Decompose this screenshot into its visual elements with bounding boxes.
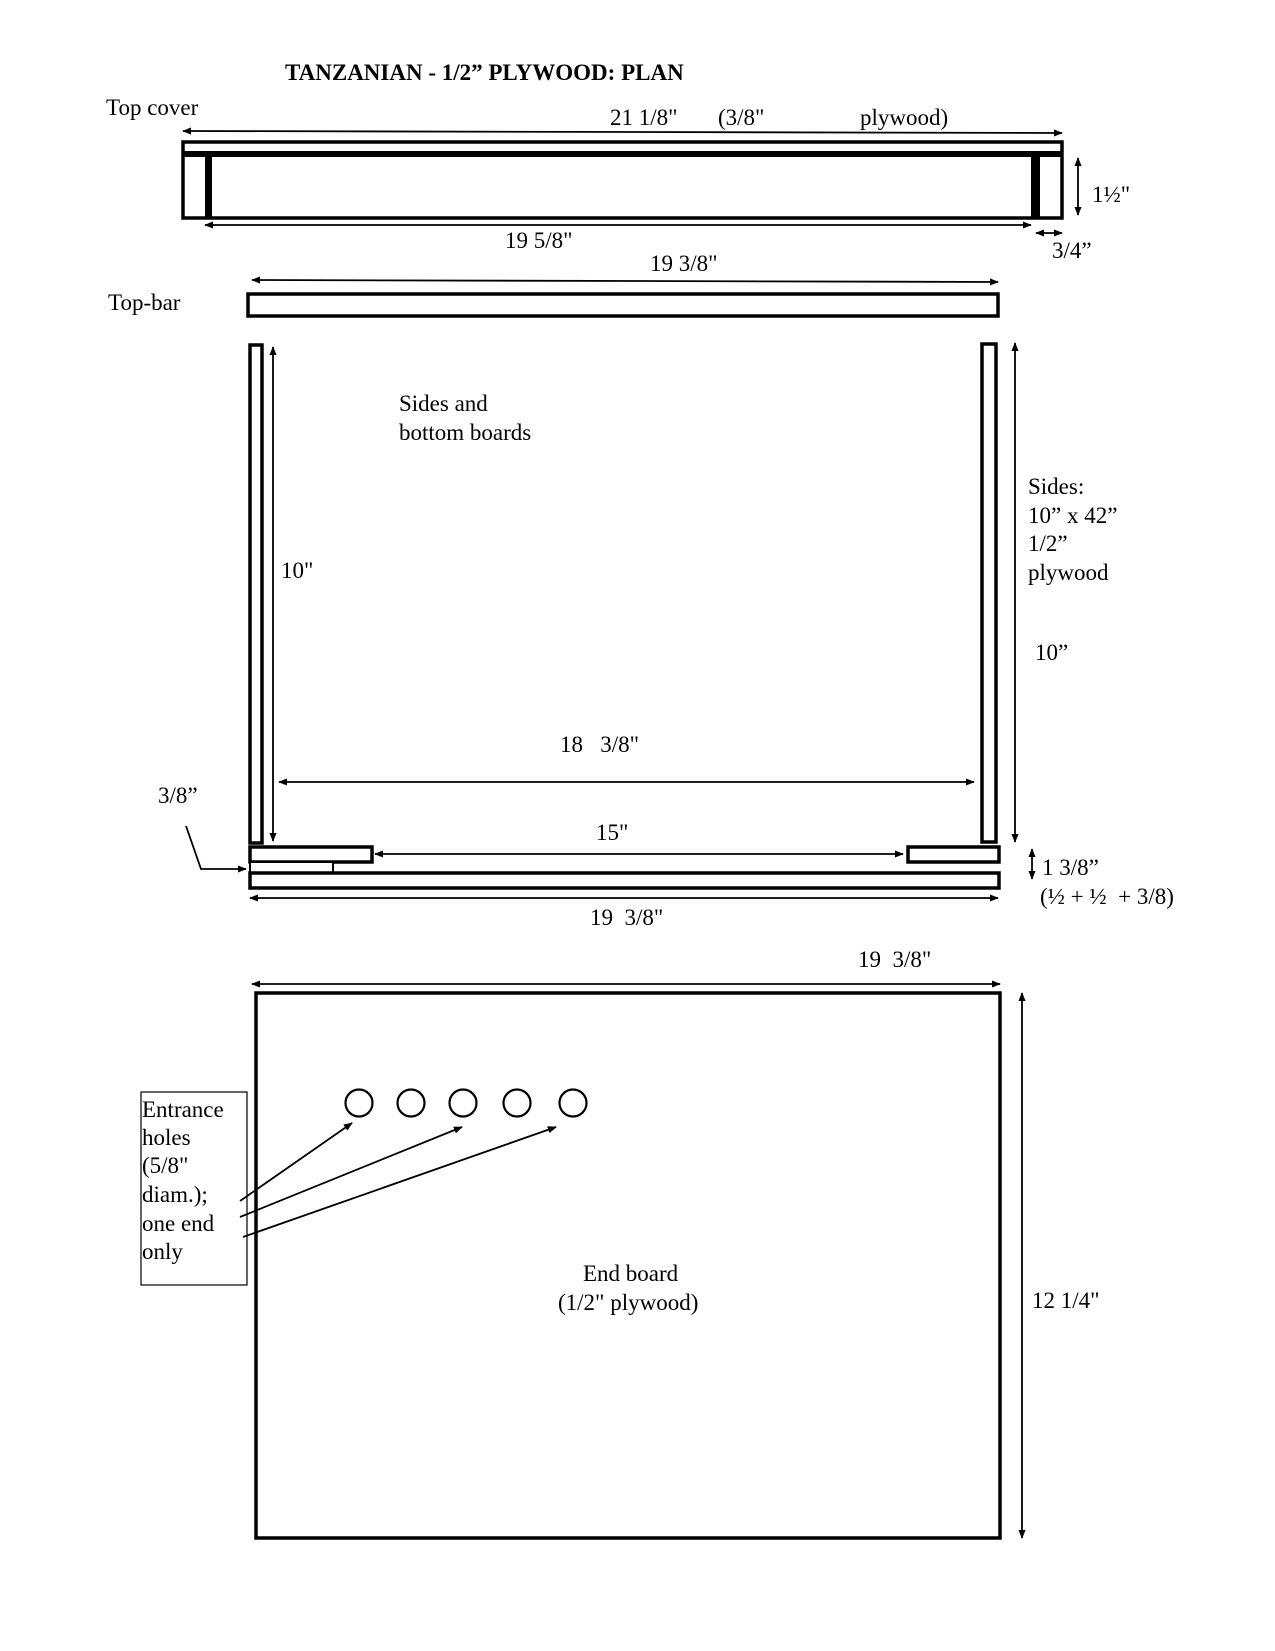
top-cover-length-label: 21 1/8" [610,105,678,130]
top-cover-inner-length-label: 19 5/8" [505,228,573,253]
entrance-note-line4: diam.); [142,1182,208,1207]
cleat-thickness-label: 3/8” [158,783,198,808]
entrance-note-line3: (5/8" [142,1153,188,1178]
entrance-pointer-arrow [239,1122,353,1202]
entrance-note-line1: Entrance [142,1097,224,1122]
top-bar-label: Top-bar [108,290,181,315]
top-bar-length-label: 19 3/8" [650,251,718,276]
entrance-pointer-arrow [242,1126,557,1238]
top-bar-length-dimension [251,276,999,286]
right-side-height-label: 10” [1035,640,1068,665]
top-cover-section: Top cover 21 1/8" (3/8" plywood) 1½" 19 … [106,95,1130,263]
end-board-section: 19 3/8" 12 1/4" End board (1/2" plywood)… [140,947,1100,1540]
right-side-board [980,342,998,844]
bottom-height-label: 1 3/8” [1042,855,1099,880]
cleat-pointer-arrow [185,825,247,873]
sides-spec-line4: plywood [1028,560,1109,585]
inner-width-label: 18 3/8" [560,732,639,757]
end-board-width-label: 19 3/8" [858,947,931,972]
sides-spec-line3: 1/2” [1028,531,1068,556]
top-bar-board [246,292,1000,318]
top-cover-material-close: plywood) [860,105,948,130]
left-side-board [248,343,264,845]
sides-bottom-label-line2: bottom boards [399,420,531,445]
sides-spec-line2: 10” x 42” [1028,503,1117,528]
entrance-note-line5: one end [142,1211,215,1236]
end-board-label-line2: (1/2" plywood) [558,1290,698,1315]
bottom-height-note: (½ + ½ + 3/8) [1040,884,1174,909]
bottom-board [248,871,1001,890]
entrance-note-line6: only [142,1239,183,1264]
left-side-height-label: 10" [281,558,313,583]
entrance-hole [502,1088,532,1118]
bottom-length-label: 19 3/8" [590,905,663,930]
entrance-note-box [140,1091,248,1286]
end-board-height-label: 12 1/4" [1032,1288,1100,1313]
top-cover-left-rim [205,156,212,218]
entrance-hole [396,1088,426,1118]
end-board-label-line1: End board [583,1261,679,1286]
sides-bottom-label-line1: Sides and [399,391,488,416]
plan-title: TANZANIAN - 1/2” PLYWOOD: PLAN [285,60,684,85]
top-bar-section: 19 3/8" Top-bar [108,251,1000,318]
entrance-note-line2: holes [142,1125,191,1150]
gap-label: 15" [596,820,628,845]
sides-bottom-section: Sides and bottom boards 10" Sides: 10” x… [158,342,1174,930]
top-cover-label: Top cover [106,95,199,120]
top-cover-height-label: 1½" [1092,182,1130,207]
top-cover-material-open: (3/8" [718,105,764,130]
entrance-holes [344,1088,588,1118]
right-bottom-cleat [906,845,1001,864]
end-board [254,991,1002,1540]
top-cover-rim-label: 3/4” [1052,238,1092,263]
entrance-hole [448,1088,478,1118]
entrance-hole [344,1088,374,1118]
sides-spec-line1: Sides: [1028,474,1084,499]
top-cover-right-rim [1031,156,1040,218]
left-bottom-cleat [248,845,374,864]
entrance-pointer-arrow [239,1126,463,1218]
top-cover-length-dimension [182,127,1063,137]
entrance-hole [558,1088,588,1118]
